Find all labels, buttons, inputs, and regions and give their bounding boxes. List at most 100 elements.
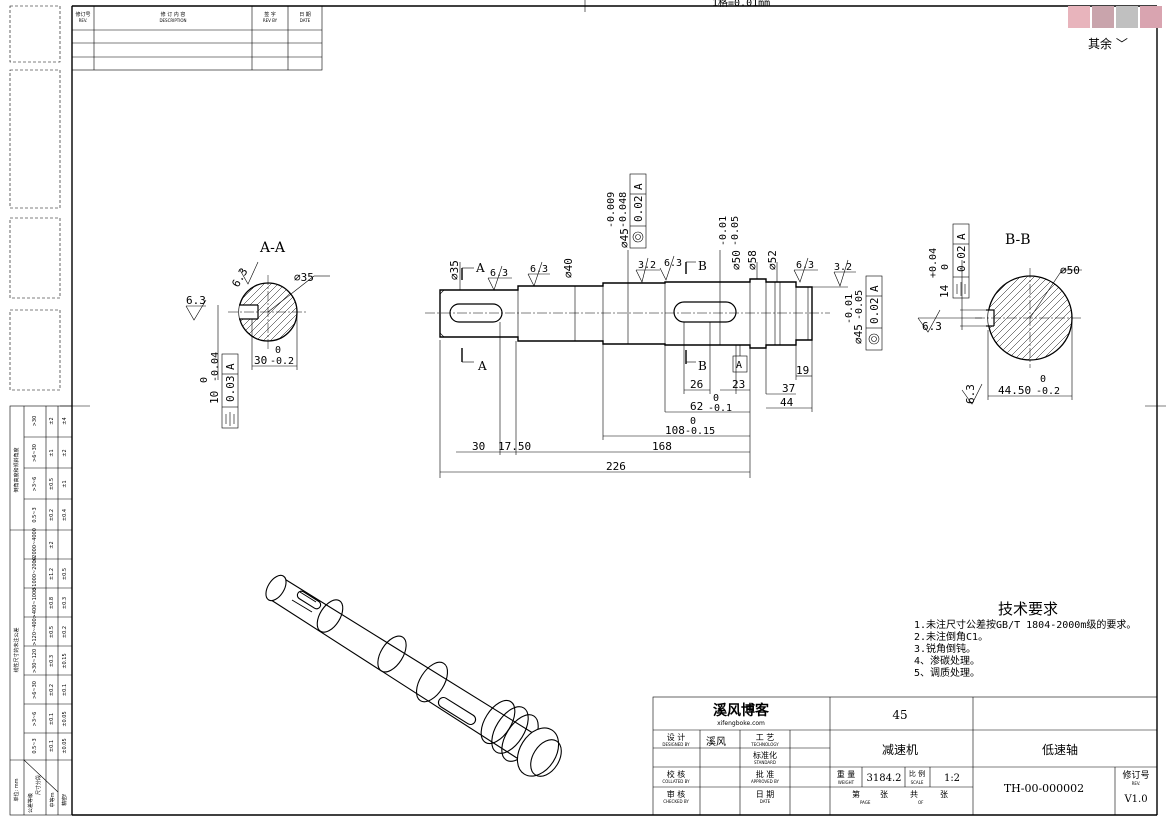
part-name: 低速轴 <box>1042 742 1078 757</box>
chamfer-row-range: >6~30 <box>32 444 38 462</box>
hatch-line <box>1033 276 1072 360</box>
roughness-2: 6.3 <box>530 264 548 275</box>
checked-label: 审 核 <box>667 789 686 799</box>
tolerance-unit: 单位: mm <box>13 778 20 801</box>
aa-dim-10: 10 <box>208 391 221 404</box>
aa-gtol-value: 0.03 <box>224 376 237 403</box>
dim-226: 226 <box>606 460 626 473</box>
aa-roughness-2: 6.3 <box>229 266 250 290</box>
other-roughness-label: 其余 <box>1088 37 1113 51</box>
tolerance-row-value: ±0.1 <box>62 684 68 696</box>
dim-dia-45b-tol-up: -0.01 <box>844 294 855 324</box>
left-binding-boxes <box>9 5 61 391</box>
hatch-line <box>239 283 260 341</box>
revision-label: 修订号 <box>1122 769 1149 781</box>
tolerance-header-linear: 线性尺寸的未注公差 <box>13 627 20 672</box>
page-unit: 张 <box>880 790 888 799</box>
total-unit: 张 <box>940 790 948 799</box>
bb-dim-4450: 44.50 <box>998 384 1031 397</box>
chamfer-row-value: ±0.2 <box>49 509 55 521</box>
scale-value: 1:2 <box>944 773 960 784</box>
bb-dim-4450-tol-up: 0 <box>1040 374 1046 385</box>
roughness-1: 6.3 <box>490 268 508 279</box>
section-a-bottom-marker: A <box>477 359 487 373</box>
designed-label-en: DESIGNED BY <box>662 742 690 747</box>
dia-45a-gtol: 0.02 <box>632 196 645 223</box>
collated-label: 校 核 <box>667 769 686 779</box>
assembly-name: 减速机 <box>882 743 918 757</box>
page-label: 第 <box>852 789 860 799</box>
bb-datum: A <box>955 233 968 240</box>
checked-label-en: CHECKED BY <box>663 799 689 804</box>
section-view-bb: B-B ∅50 14 +0.04 0 A 0.02 6.3 6.3 <box>917 223 1082 405</box>
scale-note: 1格=0.01mm <box>712 0 770 9</box>
chamfer-row-range: >3~6 <box>32 477 38 492</box>
aa-dim-30-tol-up: 0 <box>275 345 281 356</box>
hatch-line <box>268 283 297 341</box>
bb-dim-14-tol-up: +0.04 <box>928 248 939 278</box>
color-swatch-bar <box>1068 6 1162 28</box>
bb-dim-4450-tol-down: -0.2 <box>1036 386 1060 397</box>
revision-table: 修订号 REV. 修 订 内 容 DESCRIPTION 签 字 REV BY … <box>71 5 323 71</box>
dim-108-tol-down: -0.15 <box>685 426 715 437</box>
tolerance-row-value: ±0.5 <box>62 568 68 580</box>
main-shaft-view: A A B B A ∅35 ∅40 ∅45 -0.009 -0.048 A 0.… <box>425 173 883 478</box>
scale-label-en: SCALE <box>911 780 924 785</box>
chamfer-row-range: 0.5~3 <box>32 507 38 522</box>
chamfer-row-value: ±0.4 <box>62 509 68 521</box>
tolerance-row-value: ±0.05 <box>62 711 68 726</box>
bb-diameter: ∅50 <box>1060 264 1080 277</box>
dim-26: 26 <box>690 378 703 391</box>
dia-45b-gtol: 0.02 <box>868 298 881 325</box>
dia-45a-datum: A <box>632 183 645 190</box>
tolerance-fine-label: 中等m <box>49 792 56 807</box>
tolerance-grade-label: 公差等级 <box>27 793 34 813</box>
dim-37: 37 <box>782 382 795 395</box>
approved-label: 批 准 <box>756 769 775 779</box>
tolerance-side-table: 倒角高度和倾斜角度 线性尺寸的未注公差 单位: mm 尺寸分段 公差等级 中等m… <box>9 405 73 816</box>
tolerance-row-value: ±2 <box>49 541 55 548</box>
tech-req-item-1: 1.未注尺寸公差按GB/T 1804-2000m级的要求。 <box>914 618 1136 631</box>
drawing-number: TH-00-000002 <box>1004 782 1084 795</box>
color-swatch <box>1068 6 1090 28</box>
scale-label: 比 例 <box>909 769 925 778</box>
tolerance-row-value: ±0.3 <box>49 655 55 667</box>
dim-dia-50-tol-down: -0.05 <box>730 216 741 246</box>
bb-roughness-2: 6.3 <box>964 384 977 404</box>
dim-dia-45b: ∅45 <box>852 324 865 344</box>
dim-23: 23 <box>732 378 745 391</box>
chevron-down-icon: ﹀ <box>1115 37 1128 51</box>
dim-62: 62 <box>690 400 703 413</box>
rev-col-sign-en: REV BY <box>263 18 278 23</box>
section-b-top-marker: B <box>698 259 707 273</box>
rev-col-sign: 签 字 <box>264 11 276 18</box>
total-label: 共 <box>910 790 918 799</box>
tech-req-item-5: 5、调质处理。 <box>914 667 980 679</box>
rev-col-desc-en: DESCRIPTION <box>159 18 186 23</box>
rev-col-rev-en: REV. <box>79 18 88 23</box>
dia-45b-datum: A <box>868 285 881 292</box>
weight-label: 重 量 <box>837 769 856 779</box>
hatch-line <box>1040 276 1072 360</box>
date-label-en: DATE <box>760 799 771 804</box>
tech-req-title: 技术要求 <box>998 600 1058 618</box>
aa-dim-30-tol-down: -0.2 <box>270 356 294 367</box>
designed-label: 设 计 <box>667 732 686 742</box>
other-roughness-note[interactable]: 其余 ﹀ <box>1088 35 1128 52</box>
chamfer-row-range: >30 <box>32 416 38 427</box>
aa-diameter: ∅35 <box>294 271 314 284</box>
weight-value: 3184.2 <box>867 773 902 784</box>
tech-req-item-3: 3.锐角倒钝。 <box>914 642 976 655</box>
dim-dia-45a-tol-down: -0.048 <box>618 192 629 228</box>
section-aa-title: A-A <box>259 240 286 256</box>
roughness-4: 6.3 <box>664 258 682 269</box>
dim-19: 19 <box>796 364 809 377</box>
dim-108-tol-up: 0 <box>690 416 696 427</box>
tolerance-row-range: >120~400 <box>32 618 38 645</box>
dim-dia-50-tol-up: -0.01 <box>718 216 729 246</box>
dim-dia-45a: ∅45 <box>618 228 631 248</box>
hatch-line <box>1068 276 1072 360</box>
datum-a-box: A <box>736 360 742 371</box>
designer-name: 溪风 <box>706 736 726 748</box>
standard-label: 标准化 <box>753 750 777 760</box>
